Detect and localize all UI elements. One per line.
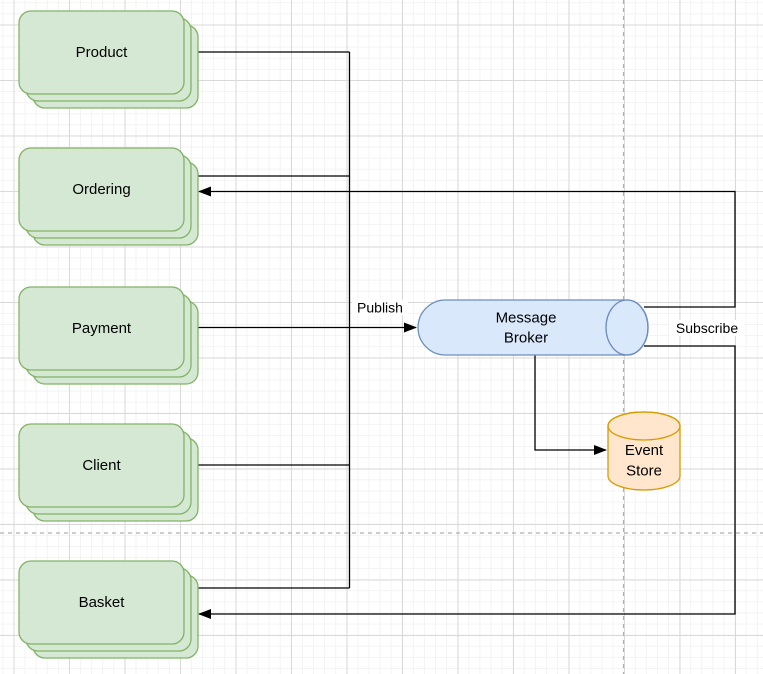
message-broker-node[interactable]: Message Broker: [417, 299, 649, 356]
edge-subscribe-to-basket[interactable]: [198, 345, 736, 619]
publish-label: Publish: [357, 300, 403, 316]
service-label: Basket: [79, 594, 126, 611]
service-label: Product: [76, 44, 129, 61]
edge-broker-to-event-store[interactable]: [534, 355, 607, 455]
service-label: Ordering: [72, 181, 130, 198]
card-layer-front: [18, 286, 185, 371]
service-node-product[interactable]: Product: [18, 10, 199, 109]
label-background: [670, 320, 744, 336]
service-node-ordering[interactable]: Ordering: [18, 147, 199, 246]
broker-end-cap: [605, 299, 649, 356]
broker-body: [417, 299, 649, 356]
edge-label-subscribe[interactable]: Subscribe: [670, 320, 744, 336]
card-layer-front: [18, 147, 185, 232]
store-label-line2: Store: [626, 463, 662, 480]
service-node-client[interactable]: Client: [18, 423, 199, 522]
card-layer-front: [18, 423, 185, 508]
edge-label-publish[interactable]: Publish: [352, 299, 408, 316]
broker-label-line1: Message: [496, 310, 557, 327]
broker-label-line2: Broker: [504, 330, 548, 347]
label-background: [352, 299, 408, 316]
connectors: [198, 51, 736, 619]
service-label: Payment: [72, 320, 132, 337]
store-label-line1: Event: [625, 442, 664, 459]
event-store-node[interactable]: Event Store: [607, 411, 681, 491]
store-top-cap: [607, 411, 681, 441]
subscribe-label: Subscribe: [676, 320, 738, 336]
service-node-payment[interactable]: Payment: [18, 286, 199, 385]
service-label: Client: [82, 457, 121, 474]
card-layer-front: [18, 10, 185, 95]
card-layer-front: [18, 560, 185, 645]
edge-subscribe-to-ordering[interactable]: [198, 186, 736, 308]
service-node-basket[interactable]: Basket: [18, 560, 199, 659]
